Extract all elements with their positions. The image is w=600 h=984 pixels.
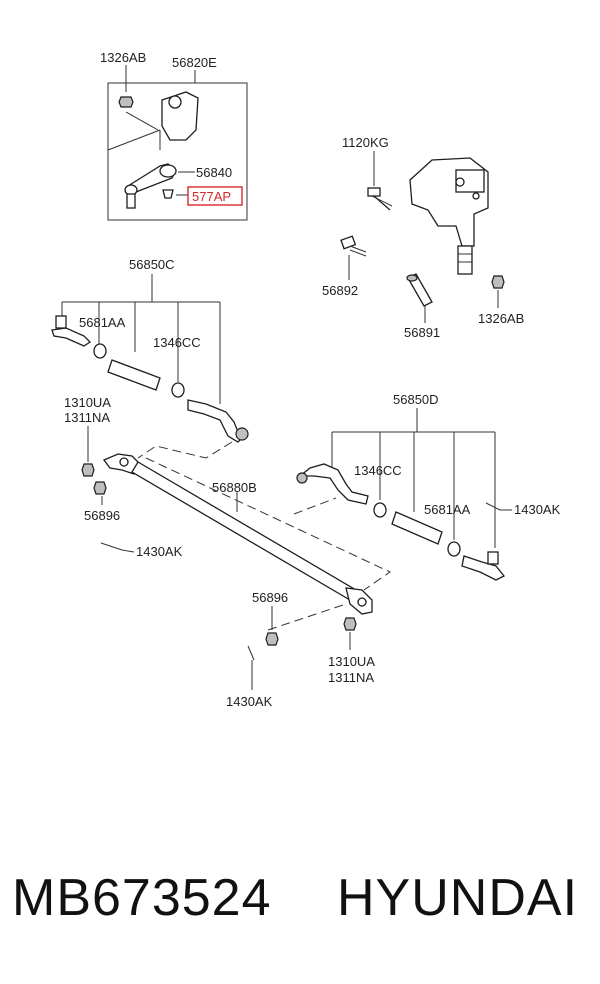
label-1346cc-left: 1346CC <box>153 335 201 350</box>
cotter-pin-left <box>100 542 123 551</box>
arm-stud <box>126 193 136 209</box>
bolt-56892-shank2 <box>349 249 367 257</box>
gear-sector-shaft <box>457 245 473 275</box>
label-56820e: 56820E <box>172 55 217 70</box>
label-1430ak-right: 1430AK <box>514 502 561 517</box>
label-56892: 56892 <box>322 283 358 298</box>
highlight-box-577ap <box>187 186 243 206</box>
label-1310ua-bottom: 1310UA <box>328 654 375 669</box>
nut-1326ab-top <box>118 96 134 108</box>
idler-arm-group: 56820E 1326AB 56840 577AP <box>100 50 248 221</box>
bracket-bolt-hole <box>168 95 182 109</box>
gear-bolt-2 <box>472 192 480 200</box>
dash-link-upper <box>145 457 392 591</box>
label-56850c: 56850C <box>129 257 175 272</box>
label-1120kg: 1120KG <box>342 135 389 150</box>
label-1430ak-left: 1430AK <box>136 544 183 559</box>
center-link-eye-left <box>119 457 129 467</box>
nut-1310ua-left <box>81 463 95 477</box>
label-1326ab-right: 1326AB <box>478 311 524 326</box>
dash-link-left <box>137 441 233 459</box>
inner-ball-left <box>235 427 249 441</box>
nut-56896-left <box>93 481 107 495</box>
nut-1346cc-right <box>373 502 387 518</box>
leader-1430ak-left <box>121 549 135 553</box>
bushing-577ap <box>162 189 174 199</box>
label-56880b: 56880B <box>212 480 257 495</box>
gear-bolt-1 <box>455 177 465 187</box>
footer: MB673524 HYUNDAI <box>0 868 600 948</box>
cotter-pin-bottom <box>247 645 255 661</box>
cotter-pin-right <box>485 502 501 511</box>
nut-5681aa-right <box>447 541 461 557</box>
part-number: MB673524 <box>12 869 272 927</box>
nut-56896-bottom <box>265 632 279 646</box>
label-1346cc-right: 1346CC <box>354 463 402 478</box>
tie-rod-right-group: 56850D 1346CC 5681AA 1430AK <box>296 392 561 581</box>
tie-rod-left-group: 56850C 5681AA 1346CC <box>51 257 249 443</box>
nut-5681aa-left <box>93 343 107 359</box>
label-1430ak-bottom: 1430AK <box>226 694 273 709</box>
arm-bushing <box>159 164 177 178</box>
group-box-56820e <box>107 82 248 221</box>
tie-rod-inner-right <box>298 463 369 505</box>
nut-1326ab-right <box>491 275 505 289</box>
bolt-56892-head <box>340 235 357 250</box>
label-56840: 56840 <box>196 165 232 180</box>
leader-bracket <box>125 111 159 131</box>
leader-bracket-diag <box>107 129 161 151</box>
label-1326ab-top: 1326AB <box>100 50 146 65</box>
nut-1310ua-bottom <box>343 617 357 631</box>
pitman-arm-end <box>406 274 418 282</box>
label-56896-bottom: 56896 <box>252 590 288 605</box>
label-56850d: 56850D <box>393 392 439 407</box>
tie-rod-end-right <box>461 555 506 581</box>
tie-rod-inner-left <box>187 399 246 443</box>
brand-name: HYUNDAI <box>337 869 579 927</box>
center-link-eye-right <box>357 597 367 607</box>
tie-rod-end-stud-right <box>487 551 499 565</box>
label-1311na-bottom: 1311NA <box>328 670 374 685</box>
dash-link-lower <box>267 603 347 631</box>
bolt-56892-shank <box>349 245 367 253</box>
label-1310ua-left: 1310UA <box>64 395 111 410</box>
adjust-sleeve-left <box>107 359 161 391</box>
label-56896-left: 56896 <box>84 508 120 523</box>
label-577ap: 577AP <box>192 189 231 204</box>
label-56891: 56891 <box>404 325 440 340</box>
inner-ball-right <box>296 472 308 484</box>
nut-1346cc-left <box>171 382 185 398</box>
steering-gear-group: 1120KG 56892 56891 1326AB <box>322 135 524 340</box>
label-5681aa-left: 5681AA <box>79 315 126 330</box>
tie-rod-end-left <box>51 327 92 347</box>
bolt-1120kg-head <box>367 187 381 197</box>
tie-rod-end-stud <box>55 315 67 329</box>
dash-link-mid <box>293 497 337 515</box>
center-link-group: 1310UA 1311NA 56896 56880B 1430AK 56896 <box>64 395 392 709</box>
adjust-sleeve-right <box>391 511 443 545</box>
label-5681aa-right: 5681AA <box>424 502 471 517</box>
bolt-1120kg-thread <box>371 195 393 207</box>
label-1311na-left: 1311NA <box>64 410 110 425</box>
